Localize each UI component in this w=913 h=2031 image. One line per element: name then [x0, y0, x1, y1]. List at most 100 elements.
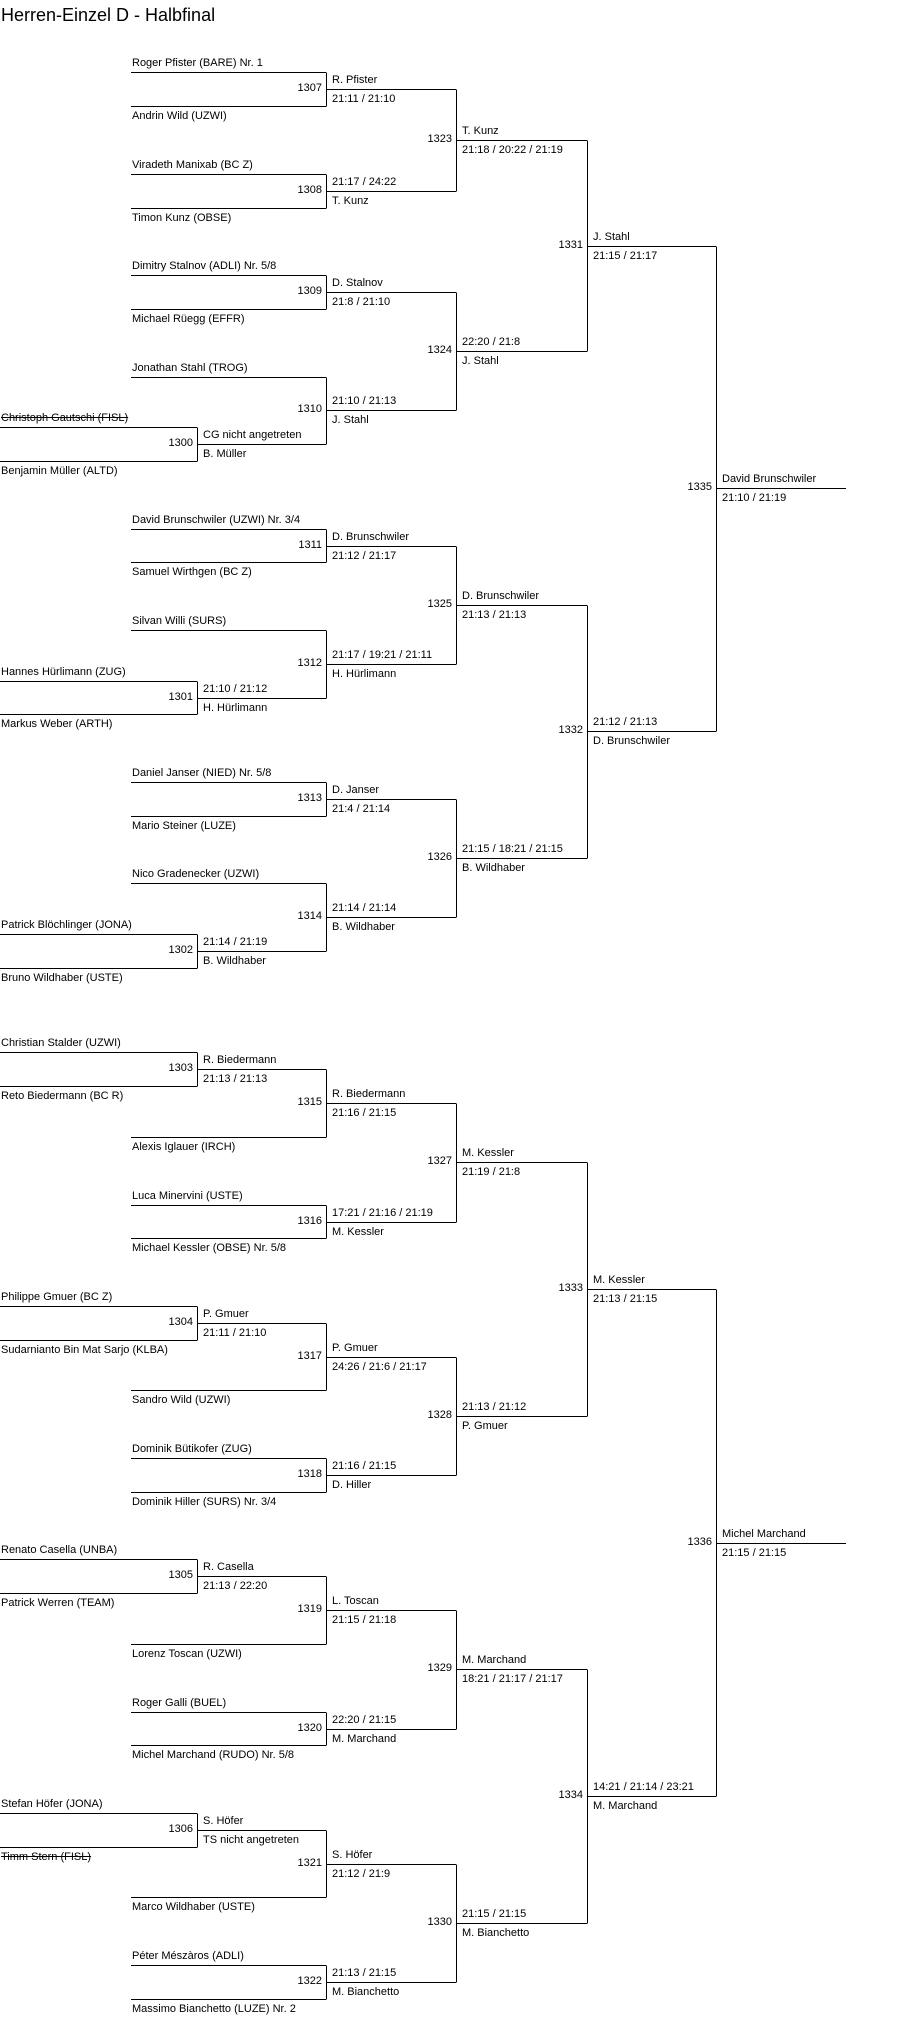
- match-score: TS nicht angetreten: [203, 1834, 300, 1846]
- match-number: 1336: [687, 1536, 712, 1548]
- winner-name: B. Wildhaber: [462, 862, 525, 874]
- winner-name: P. Gmuer: [462, 1420, 508, 1432]
- match-score: 21:15 / 21:18: [332, 1614, 397, 1626]
- entrant-name: Timon Kunz (OBSE): [132, 212, 232, 224]
- winner-name: R. Casella: [203, 1561, 254, 1573]
- match-number: 1328: [427, 1409, 452, 1421]
- entrant-name: Silvan Willi (SURS): [132, 615, 227, 627]
- winner-name: M. Marchand: [462, 1654, 527, 1666]
- match-number: 1318: [297, 1468, 322, 1480]
- winner-name: H. Hürlimann: [203, 702, 268, 714]
- entrant-name: Luca Minervini (USTE): [132, 1190, 243, 1202]
- entrant-name: Michael Rüegg (EFFR): [132, 313, 245, 325]
- match-score: 21:19 / 21:8: [462, 1166, 521, 1178]
- winner-name: R. Biedermann: [203, 1054, 277, 1066]
- winner-name: M. Bianchetto: [462, 1927, 530, 1939]
- match-score: 21:15 / 21:17: [593, 250, 658, 262]
- match-number: 1301: [168, 691, 193, 703]
- match-number: 1330: [427, 1916, 452, 1928]
- match-score: 21:13 / 21:15: [332, 1967, 397, 1979]
- match-score: 18:21 / 21:17 / 21:17: [462, 1673, 563, 1685]
- winner-name: B. Wildhaber: [203, 955, 266, 967]
- winner-name: B. Müller: [203, 448, 247, 460]
- entrant-name: Péter Mészàros (ADLI): [132, 1950, 244, 1962]
- winner-name: H. Hürlimann: [332, 668, 397, 680]
- match-number: 1307: [297, 82, 322, 94]
- match-score: 24:26 / 21:6 / 21:17: [332, 1361, 427, 1373]
- winner-name: P. Gmuer: [332, 1342, 378, 1354]
- match-score: 21:10 / 21:13: [332, 395, 397, 407]
- match-number: 1312: [297, 657, 322, 669]
- match-number: 1305: [168, 1569, 193, 1581]
- match-number: 1300: [168, 437, 193, 449]
- entrant-name: Michael Kessler (OBSE) Nr. 5/8: [132, 1242, 287, 1254]
- match-score: 21:15 / 21:15: [462, 1908, 527, 1920]
- entrant-name: Samuel Wirthgen (BC Z): [132, 566, 252, 578]
- entrant-name: Hannes Hürlimann (ZUG): [1, 666, 126, 678]
- match-number: 1302: [168, 944, 193, 956]
- entrant-name: Timm Stern (FISL): [1, 1851, 92, 1863]
- match-number: 1320: [297, 1722, 322, 1734]
- match-score: 21:14 / 21:19: [203, 936, 268, 948]
- match-score: 21:10 / 21:12: [203, 683, 268, 695]
- entrant-name: Sudarnianto Bin Mat Sarjo (KLBA): [1, 1344, 168, 1356]
- match-score: 21:18 / 20:22 / 21:19: [462, 144, 563, 156]
- match-score: 22:20 / 21:8: [462, 336, 521, 348]
- entrant-name: Dominik Hiller (SURS) Nr. 3/4: [132, 1496, 277, 1508]
- match-number: 1325: [427, 598, 452, 610]
- entrant-name: Patrick Werren (TEAM): [1, 1597, 115, 1609]
- match-number: 1327: [427, 1155, 452, 1167]
- match-score: 21:11 / 21:10: [203, 1327, 267, 1339]
- match-score: 14:21 / 21:14 / 23:21: [593, 1781, 694, 1793]
- match-score: 21:12 / 21:13: [593, 716, 658, 728]
- entrant-name: Reto Biedermann (BC R): [1, 1090, 124, 1102]
- match-number: 1333: [558, 1282, 583, 1294]
- entrant-name: Nico Gradenecker (UZWI): [132, 868, 260, 880]
- match-number: 1309: [297, 285, 322, 297]
- match-number: 1303: [168, 1062, 193, 1074]
- match-score: 21:13 / 21:13: [203, 1073, 268, 1085]
- match-score: 21:11 / 21:10: [332, 93, 396, 105]
- winner-name: M. Bianchetto: [332, 1986, 400, 1998]
- entrant-name: Dimitry Stalnov (ADLI) Nr. 5/8: [132, 260, 277, 272]
- match-number: 1335: [687, 481, 712, 493]
- match-number: 1323: [427, 133, 452, 145]
- entrant-name: Stefan Höfer (JONA): [1, 1798, 103, 1810]
- match-number: 1313: [297, 792, 322, 804]
- match-number: 1319: [297, 1603, 322, 1615]
- match-number: 1306: [168, 1823, 193, 1835]
- match-number: 1317: [297, 1350, 322, 1362]
- match-score: 21:13 / 21:12: [462, 1401, 527, 1413]
- match-score: CG nicht angetreten: [203, 429, 302, 441]
- match-number: 1322: [297, 1975, 322, 1987]
- entrant-name: Marco Wildhaber (USTE): [132, 1901, 255, 1913]
- entrant-name: Markus Weber (ARTH): [1, 718, 113, 730]
- entrant-name: Benjamin Müller (ALTD): [1, 465, 118, 477]
- match-score: 21:12 / 21:17: [332, 550, 397, 562]
- winner-name: M. Kessler: [462, 1147, 514, 1159]
- winner-name: J. Stahl: [332, 414, 369, 426]
- match-number: 1308: [297, 184, 322, 196]
- entrant-name: Philippe Gmuer (BC Z): [1, 1291, 113, 1303]
- match-number: 1329: [427, 1662, 452, 1674]
- match-number: 1314: [297, 910, 322, 922]
- match-number: 1315: [297, 1096, 322, 1108]
- match-score: 21:8 / 21:10: [332, 296, 391, 308]
- entrant-name: Michel Marchand (RUDO) Nr. 5/8: [132, 1749, 294, 1761]
- match-score: 21:17 / 24:22: [332, 176, 397, 188]
- match-number: 1310: [297, 403, 322, 415]
- winner-name: S. Höfer: [203, 1815, 244, 1827]
- winner-name: D. Stalnov: [332, 277, 383, 289]
- winner-name: Michel Marchand: [722, 1528, 806, 1540]
- match-score: 21:14 / 21:14: [332, 902, 397, 914]
- winner-name: M. Kessler: [593, 1274, 645, 1286]
- winner-name: David Brunschwiler: [722, 473, 817, 485]
- entrant-name: Christian Stalder (UZWI): [1, 1037, 121, 1049]
- entrant-name: Roger Pfister (BARE) Nr. 1: [132, 57, 263, 69]
- winner-name: B. Wildhaber: [332, 921, 395, 933]
- match-score: 21:12 / 21:9: [332, 1868, 391, 1880]
- entrant-name: Renato Casella (UNBA): [1, 1544, 118, 1556]
- match-score: 21:10 / 21:19: [722, 492, 787, 504]
